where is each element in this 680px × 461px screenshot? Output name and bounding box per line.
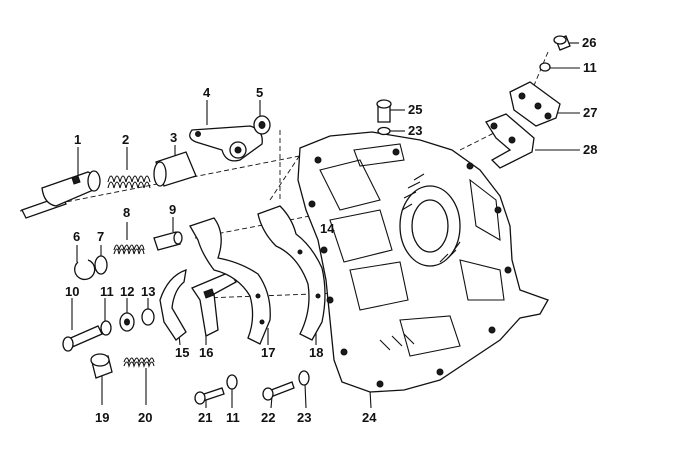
- label-part-4: 4: [203, 85, 211, 100]
- part-22-bolt: [262, 381, 295, 401]
- label-part-21: 21: [198, 410, 213, 425]
- part-21-bolt: [194, 387, 225, 405]
- label-part-16: 16: [199, 345, 214, 360]
- part-11-washer: [100, 320, 112, 336]
- label-part-23-b: 23: [408, 123, 423, 138]
- part-11-washer-lower: [226, 374, 238, 390]
- part-8-spring: [113, 244, 145, 255]
- label-part-11-b: 11: [226, 410, 240, 425]
- label-part-19: 19: [95, 410, 110, 425]
- part-20-spring: [123, 357, 155, 368]
- part-10-bolt: [62, 325, 103, 352]
- label-part-9: 9: [169, 202, 177, 217]
- label-part-26: 26: [582, 35, 597, 50]
- part-12-nut: [119, 312, 135, 332]
- part-1-shift-shaft: [21, 170, 101, 219]
- part-13-bushing: [141, 308, 155, 326]
- label-part-6: 6: [73, 229, 81, 244]
- part-5-bushing: [253, 115, 271, 135]
- label-part-10: 10: [65, 284, 80, 299]
- label-part-13: 13: [141, 284, 156, 299]
- part-16-fork: [191, 271, 237, 337]
- label-part-7: 7: [97, 229, 105, 244]
- part-23-washer-lower: [298, 370, 310, 386]
- label-part-18: 18: [309, 345, 324, 360]
- part-4-lever: [189, 125, 263, 162]
- part-17-plate: [189, 217, 271, 345]
- part-2-spring: [107, 175, 151, 189]
- label-part-8: 8: [123, 205, 131, 220]
- label-part-23-a: 23: [297, 410, 312, 425]
- label-part-2: 2: [122, 132, 130, 147]
- part-27-bracket: [509, 81, 561, 127]
- part-6-circlip: [74, 259, 96, 281]
- part-3-sleeve: [153, 151, 197, 187]
- label-part-22: 22: [261, 410, 276, 425]
- part-25-bolt: [376, 99, 392, 123]
- label-part-11-a: 11: [100, 284, 114, 299]
- part-11-washer-upper: [539, 62, 551, 72]
- label-part-1: 1: [74, 132, 82, 147]
- part-28-bracket: [485, 113, 535, 169]
- label-part-3: 3: [170, 130, 178, 145]
- label-part-12: 12: [120, 284, 135, 299]
- label-part-24: 24: [362, 410, 377, 425]
- part-23-washer-upper: [377, 126, 391, 136]
- label-part-27: 27: [583, 105, 598, 120]
- part-9-plunger: [153, 231, 183, 251]
- label-part-15: 15: [175, 345, 190, 360]
- transmission-housing: [297, 131, 549, 393]
- label-part-14: 14: [320, 221, 335, 236]
- part-18-gasket: [257, 205, 326, 341]
- part-19-plug: [90, 353, 113, 379]
- part-26-bolt: [553, 35, 571, 51]
- label-part-17: 17: [261, 345, 276, 360]
- label-part-11-c: 11: [583, 60, 597, 75]
- part-15-fork: [159, 269, 187, 341]
- label-part-5: 5: [256, 85, 264, 100]
- label-part-28: 28: [583, 142, 598, 157]
- part-7-washer: [94, 255, 108, 275]
- label-part-20: 20: [138, 410, 153, 425]
- label-part-25: 25: [408, 102, 423, 117]
